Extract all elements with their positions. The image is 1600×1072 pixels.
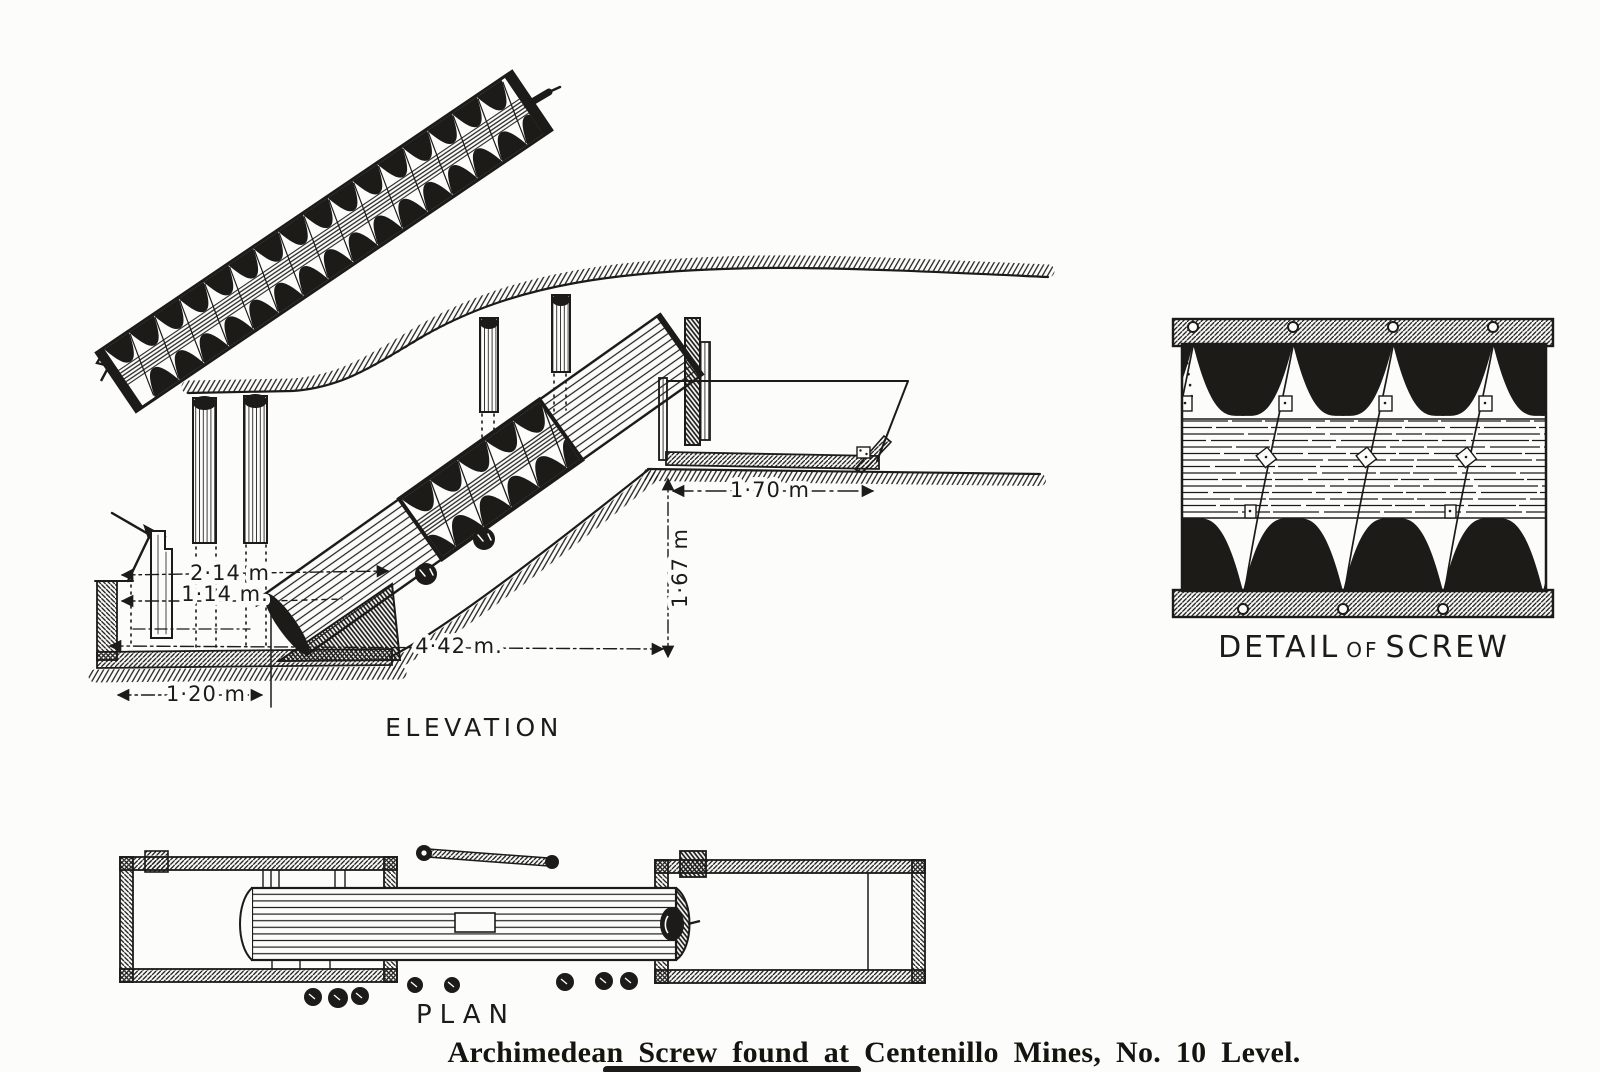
ring-bolts <box>1187 321 1499 615</box>
discharge-launder <box>658 377 909 475</box>
detail-word: DETAIL <box>1218 630 1340 665</box>
plan-screw-cylinder <box>239 870 701 969</box>
panel-border <box>1180 342 1548 593</box>
box-cleat <box>144 850 169 873</box>
plan-sump-box <box>119 850 398 983</box>
box-clamp <box>679 850 707 878</box>
elevation-label: ELEVATION <box>385 713 563 742</box>
casing-bottom-rail <box>1171 588 1555 619</box>
pit-board <box>150 530 173 639</box>
figure-caption: Archimedean Screw found at Centenillo Mi… <box>447 1036 1300 1069</box>
patch-plate <box>454 912 496 933</box>
axle-boss <box>660 907 684 941</box>
detail-word: SCREW <box>1385 630 1509 665</box>
blade-gaps <box>1182 346 1546 589</box>
screw-blade-gaps <box>104 80 544 398</box>
dimension-launder-length: 1·70 m <box>730 478 810 502</box>
prop-post <box>243 395 268 544</box>
gallery-roof-line <box>181 255 1055 395</box>
dimension-lines <box>108 477 875 708</box>
roller-logs <box>415 528 495 585</box>
upper-floor-line <box>642 467 1046 486</box>
prop-post <box>192 397 217 544</box>
pit-left-wall <box>96 580 118 661</box>
plan-launder-box <box>654 850 926 984</box>
launder-end-brace <box>853 434 893 475</box>
crank-rod <box>416 845 559 869</box>
dimension-incline-run: 4·42 m. <box>415 634 503 658</box>
detail-word-of: OF <box>1346 638 1379 662</box>
oblique-screw-view <box>94 69 562 414</box>
plan-label: PLAN <box>416 1000 516 1030</box>
launder-floor-board <box>665 451 880 470</box>
screw-shaft <box>416 422 566 537</box>
dimension-sump-width: 1·20 m <box>166 682 246 706</box>
prop-post <box>479 317 499 413</box>
prop-post <box>551 294 571 373</box>
launder-left-board <box>658 377 668 461</box>
plan-roller-ends <box>304 972 638 1008</box>
dimension-top-gallery-width: 2·14 m <box>190 561 270 585</box>
bracket-rivets <box>1183 401 1487 513</box>
plan-view: PLAN <box>119 845 926 1030</box>
dimension-mid-width: 1·14 m. <box>181 582 269 606</box>
brace-bracket <box>856 446 871 459</box>
rivet-rows <box>1182 350 1546 586</box>
timber-props <box>130 294 571 651</box>
casing-lower-end <box>264 593 310 655</box>
elevation-view: 2·14 m 1·14 m. 4·42 m. 1·20 m 1·70 m 1·6… <box>88 255 1055 742</box>
dimension-lift-height: 1·67 m <box>668 528 692 608</box>
axle-stub <box>523 88 553 109</box>
stay-battens <box>262 870 346 969</box>
head-post <box>699 341 711 441</box>
screw-shaft <box>118 98 530 385</box>
cylinder-left-cap <box>239 887 253 961</box>
page-edge-artifact <box>603 1066 861 1072</box>
axle-hook <box>95 350 111 382</box>
feed-chute <box>110 511 152 583</box>
